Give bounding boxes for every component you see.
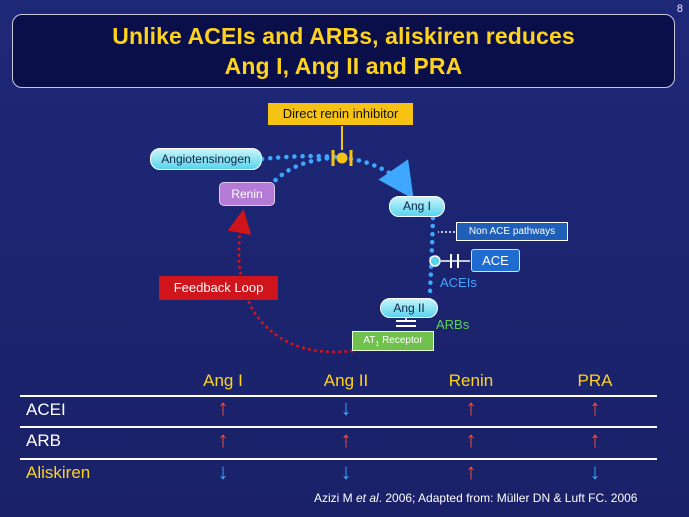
effect-arrow-up: ↑: [340, 427, 352, 452]
effect-arrow-up: ↑: [217, 427, 229, 452]
ace-node-label: ACE: [471, 249, 520, 272]
effect-arrow-up: ↑: [589, 427, 601, 452]
table-divider: [20, 395, 657, 397]
citation: Azizi M et al. 2006; Adapted from: Mülle…: [314, 491, 637, 505]
title-line-2: Ang I, Ang II and PRA: [224, 53, 463, 79]
effect-arrow-up: ↑: [589, 395, 601, 420]
table-divider: [20, 458, 657, 460]
effect-arrow-down: ↓: [217, 459, 229, 484]
angiotensinogen-node: Angiotensinogen: [150, 148, 262, 170]
arbs-label: ARBs: [436, 317, 470, 332]
conversion-arrow-angiotensinogen-to-ang1: [259, 153, 414, 200]
ang2-node: Ang II: [380, 298, 438, 318]
effect-arrow-down: ↓: [340, 459, 352, 484]
effect-arrow-up: ↑: [465, 427, 477, 452]
aceis-label: ACEIs: [440, 275, 477, 290]
feedback-loop-path: [227, 209, 354, 354]
ace-node: [429, 255, 441, 267]
ang1-node: Ang I: [389, 196, 445, 217]
direct-renin-inhibitor-label: Direct renin inhibitor: [268, 103, 413, 125]
row-label-arb: ARB: [26, 431, 61, 450]
row-label-acei: ACEI: [26, 400, 66, 419]
effect-arrow-down: ↓: [589, 459, 601, 484]
non-ace-pathways-label: Non ACE pathways: [456, 222, 568, 241]
table-divider: [20, 426, 657, 428]
column-header-renin: Renin: [448, 371, 494, 390]
renin-action-arc: [267, 155, 333, 189]
dri-block-point: [336, 152, 348, 164]
at1-receptor-prefix: AT: [363, 335, 376, 346]
page-number: 8: [676, 3, 683, 15]
effect-arrow-up: ↑: [217, 395, 229, 420]
feedback-loop-label: Feedback Loop: [159, 276, 278, 300]
conversion-arrow-ang1-to-ang2: [427, 215, 436, 295]
at1-receptor-node: AT1 Receptor: [352, 331, 434, 351]
renin-node: Renin: [219, 182, 275, 206]
citation-source: . 2006; Adapted from: Müller DN & Luft F…: [378, 491, 638, 505]
column-header-ang2: Ang II: [323, 371, 369, 390]
at1-receptor-suffix: Receptor: [379, 335, 423, 346]
at1-receptor-subscript: 1: [375, 341, 380, 348]
effect-arrow-up: ↑: [465, 395, 477, 420]
title-box: Unlike ACEIs and ARBs, aliskiren reduces…: [12, 14, 675, 88]
citation-et-al: et al: [356, 491, 379, 505]
effect-arrow-down: ↓: [340, 395, 352, 420]
row-label-aliskiren: Aliskiren: [26, 463, 91, 482]
column-header-pra: PRA: [577, 371, 613, 390]
title-line-1: Unlike ACEIs and ARBs, aliskiren reduces: [112, 23, 575, 49]
citation-authors: Azizi M: [314, 491, 356, 505]
effect-arrow-up: ↑: [465, 459, 477, 484]
column-header-ang1: Ang I: [203, 371, 243, 390]
